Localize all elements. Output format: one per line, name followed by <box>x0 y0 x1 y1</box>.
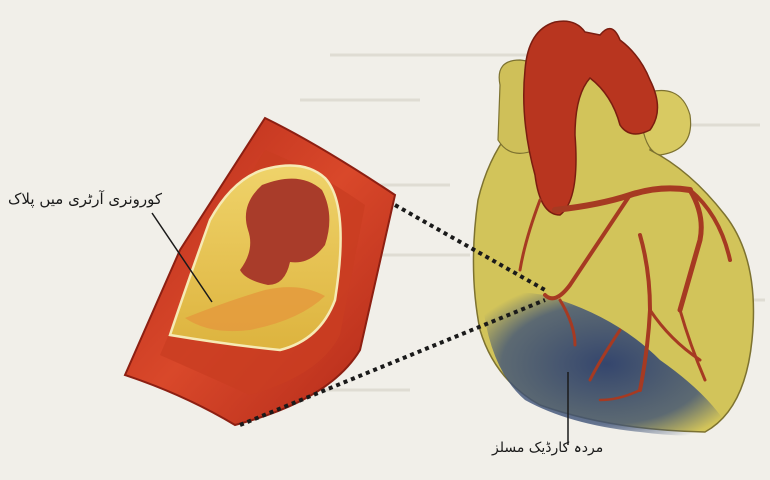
dead-muscle-label: مردہ کارڈیک مسلز <box>492 440 603 456</box>
plaque-label: کورونری آرٹری میں پلاک <box>8 190 162 208</box>
heart-illustration <box>473 21 753 435</box>
